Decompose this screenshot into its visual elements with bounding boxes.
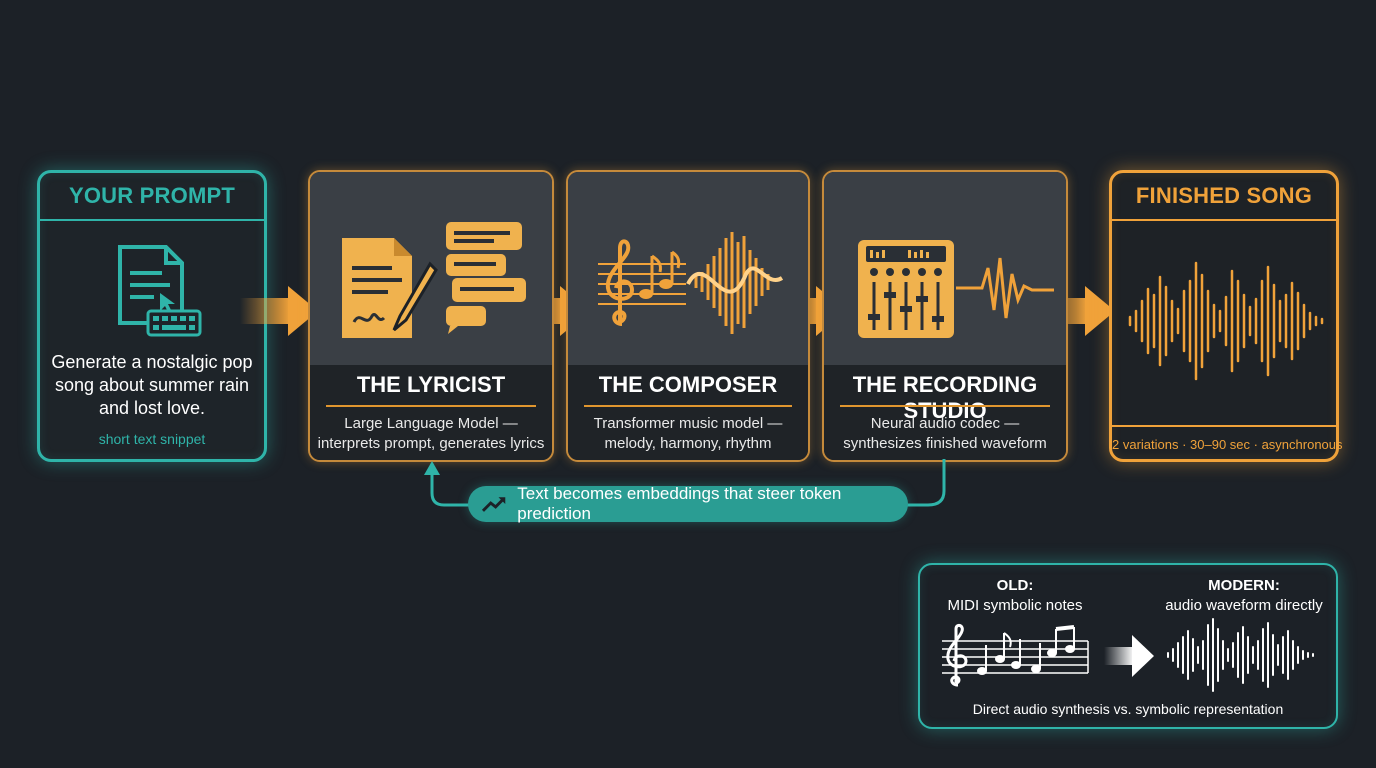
finished-song-divider — [1112, 425, 1336, 427]
comparison-caption: Direct audio synthesis vs. symbolic repr… — [972, 701, 1284, 717]
modern-heading: MODERN: — [1208, 577, 1280, 594]
comparison-arrow-icon — [1104, 635, 1154, 677]
stage-lyricist: THE LYRICIST Large Language Model — inte… — [308, 170, 554, 462]
sheet-music-icon — [942, 623, 1089, 687]
stage-recording-studio: THE RECORDING STUDIO Neural audio codec … — [822, 170, 1068, 462]
old-heading: OLD: — [996, 577, 1034, 594]
stage-title: THE COMPOSER — [598, 372, 778, 397]
feedback-label: Text becomes embeddings that steer token… — [517, 484, 842, 523]
stage-description-line: Neural audio codec — — [870, 415, 1020, 432]
stage-description-line: melody, harmony, rhythm — [604, 435, 772, 452]
stage-description: Neural audio codec — synthesizes finishe… — [830, 414, 1060, 454]
trend-arrow-icon — [482, 497, 506, 512]
document-keyboard-icon — [118, 245, 202, 337]
stage-description: Transformer music model — melody, harmon… — [574, 414, 802, 454]
treble-clef-waveform-icon — [598, 232, 784, 334]
waveform-icon — [1128, 261, 1324, 381]
finished-song-header: FINISHED SONG — [1112, 173, 1336, 221]
prompt-caption: short text snippet — [98, 431, 206, 447]
prompt-card-header: YOUR PROMPT — [40, 173, 264, 221]
feedback-loop-connector — [424, 459, 946, 507]
old-text: MIDI symbolic notes — [947, 597, 1083, 614]
stage-description-line: Transformer music model — — [593, 415, 783, 432]
mixer-waveform-icon — [858, 240, 1054, 338]
stage-composer: THE COMPOSER Transformer music model — m… — [566, 170, 810, 462]
prompt-text: Generate a nostalgic pop song about summ… — [40, 351, 264, 420]
comparison-box: OLD: MIDI symbolic notes MODERN: audio w… — [918, 563, 1338, 729]
stage-divider — [840, 405, 1050, 407]
modern-text: audio waveform directly — [1165, 597, 1323, 614]
stage-title: THE LYRICIST — [356, 372, 506, 397]
stage-divider — [326, 405, 536, 407]
stage-description-line: Large Language Model — — [344, 415, 518, 432]
stage-divider — [584, 405, 792, 407]
prompt-text-line: Generate a nostalgic pop — [51, 352, 253, 372]
finished-song-card: FINISHED SONG 2 variations · 30–90 sec ·… — [1109, 170, 1343, 462]
stage-description-line: interprets prompt, generates lyrics — [317, 435, 545, 452]
feedback-pill: Text becomes embeddings that steer token… — [468, 484, 908, 523]
prompt-card: YOUR PROMPT Generate a nostalgic pop son… — [37, 170, 267, 462]
audio-waveform-icon — [1167, 618, 1314, 692]
prompt-text-line: song about summer rain — [54, 375, 250, 395]
finished-song-caption: 2 variations · 30–90 sec · asynchronous — [1112, 437, 1343, 452]
prompt-text-line: and lost love. — [98, 398, 206, 418]
stage-description: Large Language Model — interprets prompt… — [316, 414, 546, 454]
document-pen-chat-icon — [342, 222, 526, 338]
stage-description-line: synthesizes finished waveform — [843, 435, 1047, 452]
stage-title: THE RECORDING STUDIO — [852, 372, 1038, 423]
